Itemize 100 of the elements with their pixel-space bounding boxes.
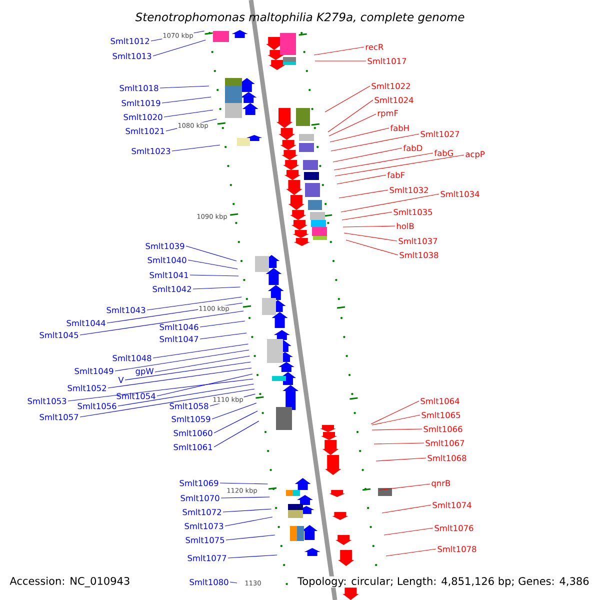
leader-line [376, 458, 426, 462]
gene-label: Smlt1034 [440, 190, 480, 198]
leader-line [152, 40, 206, 56]
leader-line [332, 148, 402, 162]
footer-text: Topology: circular; Length: 4,851,126 bp; Genes: 4,386 [297, 576, 590, 588]
gene-label: Smlt1074 [432, 502, 472, 508]
leader-line [336, 174, 386, 184]
leader-line [68, 378, 254, 402]
leader-line [188, 260, 238, 270]
gene-label: Smlt1067 [426, 440, 464, 446]
gene-label: Smlt1069 [180, 480, 218, 486]
leader-line [222, 508, 272, 512]
gene-label: Smlt1058 [170, 402, 208, 410]
gene-label: Smlt1047 [160, 336, 198, 342]
gene-label: Smlt1037 [398, 238, 438, 244]
gene-label: V [118, 377, 124, 383]
gene-label: rpmF [378, 110, 398, 118]
leader-line [154, 356, 250, 372]
leader-line [346, 240, 398, 256]
leader-line [372, 428, 422, 430]
gene-label: Smlt1048 [112, 354, 152, 362]
gene-label: Smlt1066 [424, 426, 462, 432]
leader-line [186, 246, 237, 262]
gene-label: Smlt1021 [126, 128, 164, 134]
gene-label: Smlt1041 [150, 272, 188, 278]
leader-line [374, 442, 424, 444]
gene-label: Smlt1061 [174, 444, 212, 450]
leader-line [314, 60, 366, 62]
gene-label: Smlt1075 [186, 536, 224, 544]
leader-line [330, 128, 390, 142]
leader-line [214, 420, 260, 448]
gene-label: Smlt1043 [106, 306, 146, 314]
leader-line [344, 232, 398, 242]
leader-line [152, 344, 248, 358]
leader-line [224, 516, 273, 526]
gene-label: Smlt1023 [132, 148, 170, 154]
gene-label: Smlt1064 [420, 398, 460, 404]
leader-line [80, 310, 244, 336]
leader-line [328, 114, 376, 136]
leader-line [342, 212, 392, 220]
leader-line [124, 362, 251, 380]
leader-line [220, 496, 270, 498]
gene-label: Smlt1078 [438, 546, 476, 552]
gene-label: Smlt1019 [122, 100, 160, 106]
gene-label: Smlt1027 [420, 130, 460, 138]
gene-label: Smlt1080 [190, 578, 228, 586]
leader-line [118, 384, 254, 406]
gene-label: Smlt1077 [188, 554, 226, 562]
leader-line [200, 320, 246, 328]
leader-line [314, 46, 364, 56]
leader-line [156, 374, 253, 396]
gene-label: Smlt1060 [174, 430, 212, 436]
gene-label: Smlt1056 [78, 402, 116, 410]
gene-label: Smlt1053 [28, 398, 66, 404]
gene-label: Smlt1052 [68, 384, 106, 392]
leader-line [162, 96, 212, 104]
gene-label: Smlt1024 [374, 96, 414, 104]
leader-line [386, 548, 436, 556]
leader-line [164, 110, 214, 118]
gene-label: acpP [466, 151, 485, 159]
leader-line [200, 332, 247, 340]
leader-line [230, 582, 238, 584]
leader-line [214, 410, 258, 434]
leader-line [334, 154, 464, 176]
gene-label: Smlt1072 [182, 508, 221, 516]
leader-line [372, 414, 420, 426]
gene-label: Smlt1018 [120, 84, 158, 92]
gene-label: fabD [403, 144, 422, 152]
leader-line [212, 402, 257, 420]
leader-line [192, 286, 240, 290]
leader-line [378, 484, 430, 490]
gene-label: Smlt1070 [180, 494, 220, 502]
leader-line [334, 152, 434, 170]
gene-label: Smlt1032 [390, 186, 428, 194]
gene-label: Smlt1076 [434, 524, 474, 532]
gene-label: fabF [387, 172, 405, 178]
leader-line [80, 388, 255, 418]
gene-label: Smlt1065 [422, 412, 460, 418]
leader-line [160, 86, 210, 88]
gene-label: Smlt1012 [110, 38, 149, 44]
leader-line [342, 226, 396, 228]
leader-line [370, 400, 420, 424]
leader-line [108, 368, 252, 388]
gene-label: Smlt1044 [66, 320, 106, 326]
gene-label: qnrB [432, 480, 450, 488]
leader-line [384, 528, 434, 536]
leader-line [146, 296, 242, 310]
footer-text: Accession: NC_010943 [9, 576, 131, 588]
leader-line [220, 482, 268, 484]
leader-line [226, 534, 276, 540]
gene-label: Smlt1059 [172, 416, 210, 422]
leader-line [324, 86, 370, 112]
gene-label: Smlt1054 [116, 392, 156, 400]
gene-label: fabH [390, 124, 409, 132]
gene-label: Smlt1017 [368, 58, 406, 64]
title: Stenotrophomonas maltophilia K279a, complete genome [135, 12, 464, 24]
gene-label: Smlt1035 [394, 208, 432, 216]
gene-label: Smlt1068 [428, 454, 466, 462]
leader-line [328, 100, 374, 132]
gene-label: Smlt1038 [400, 252, 438, 258]
